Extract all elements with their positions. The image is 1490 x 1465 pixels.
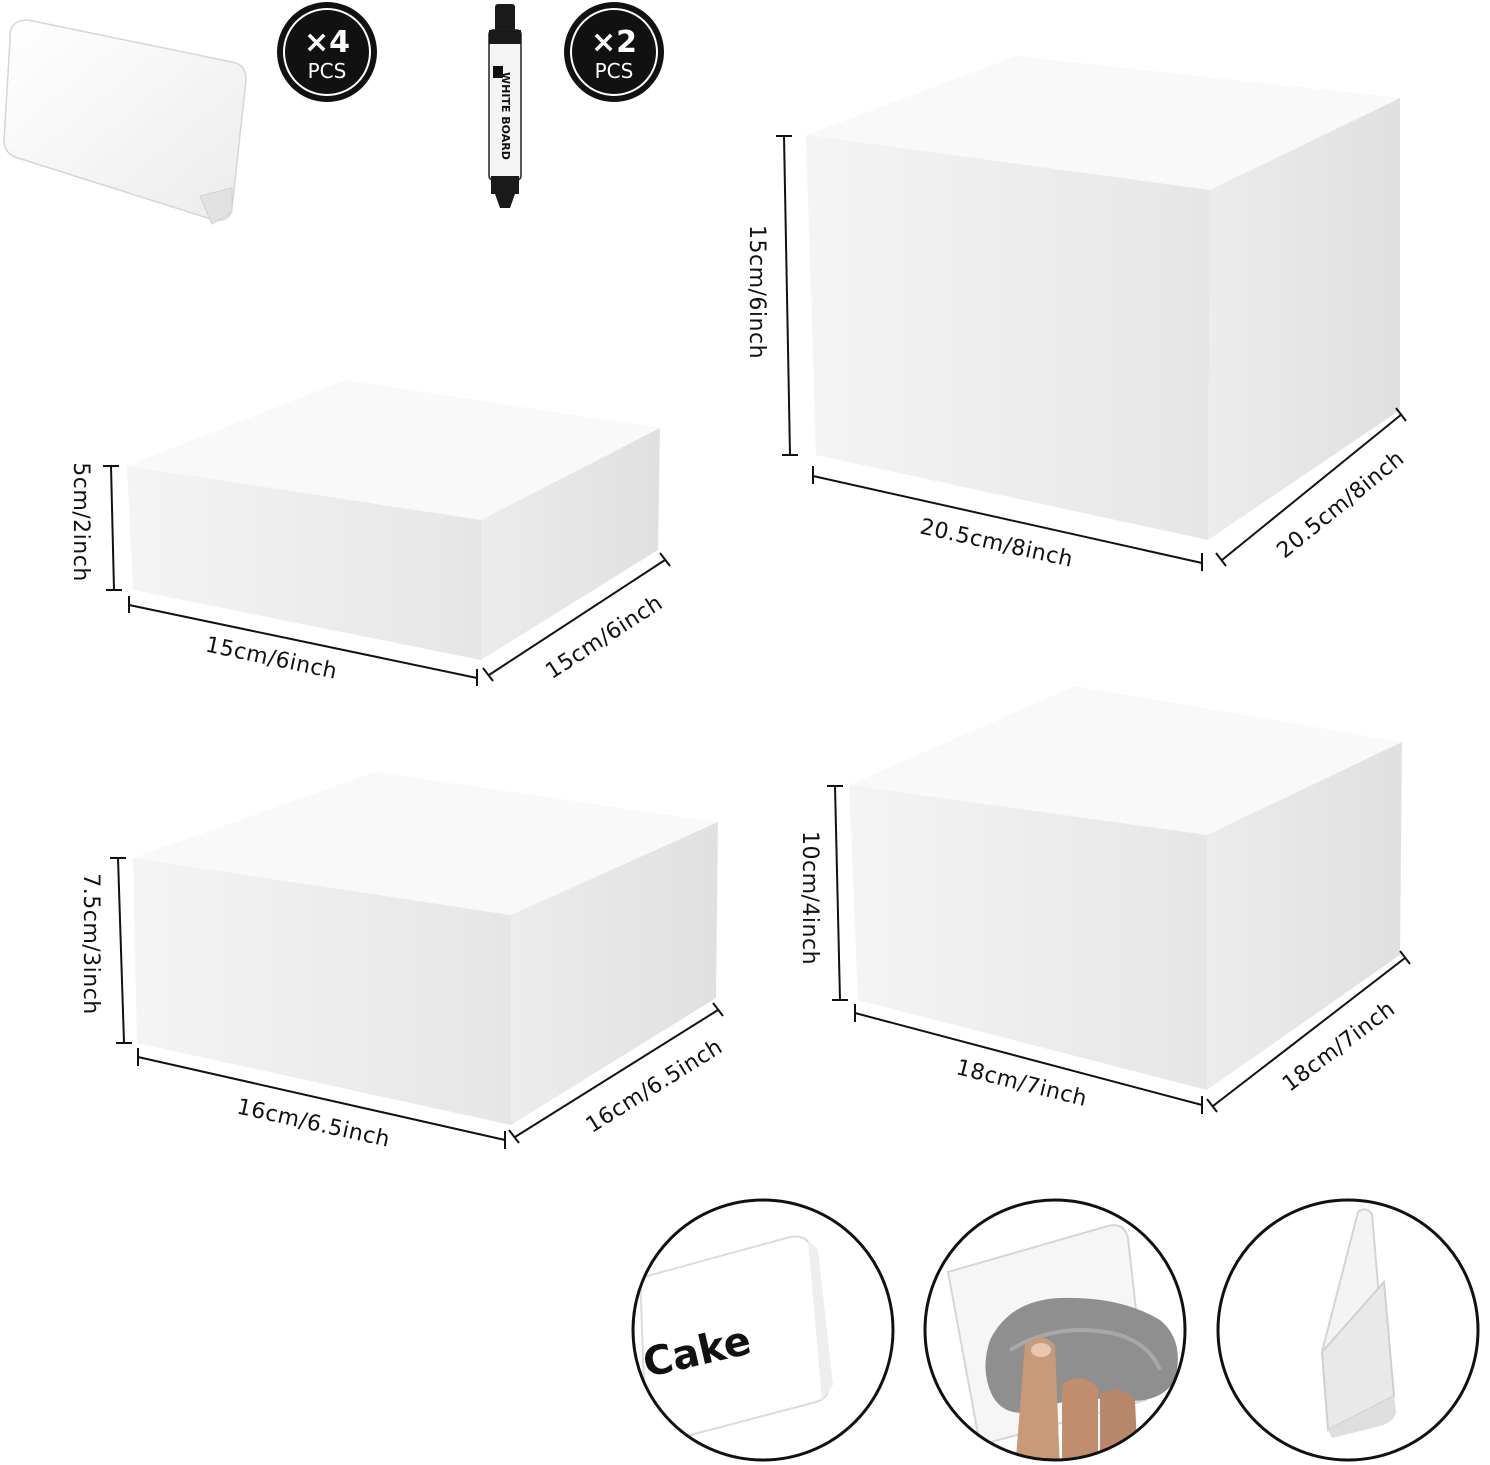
dim-medium-left-width: 16cm/6.5inch bbox=[235, 1095, 393, 1153]
quantity-badge-markers: ×2 PCS bbox=[564, 2, 664, 102]
whiteboard-marker: WHITE BOARD bbox=[488, 4, 522, 208]
detail-circle-stand-side bbox=[1216, 1198, 1480, 1462]
riser-large: 15cm/6inch 20.5cm/8inch 20.5cm/8inch bbox=[744, 56, 1409, 573]
dim-small-width: 15cm/6inch bbox=[203, 632, 339, 684]
riser-medium-left: 7.5cm/3inch 16cm/6.5inch 16cm/6.5inch bbox=[78, 772, 727, 1153]
badge-unit-signs: PCS bbox=[308, 59, 347, 83]
riser-small: 5cm/2inch 15cm/6inch 15cm/6inch bbox=[68, 380, 671, 686]
badge-count-markers: ×2 bbox=[591, 25, 637, 60]
dim-small-height: 5cm/2inch bbox=[68, 462, 93, 582]
dim-large-height: 15cm/6inch bbox=[744, 225, 769, 359]
detail-circle-written-sign: Cake bbox=[631, 1198, 895, 1462]
dim-large-width: 20.5cm/8inch bbox=[918, 515, 1076, 573]
dim-medium-left-height: 7.5cm/3inch bbox=[78, 873, 103, 1015]
badge-count-signs: ×4 bbox=[304, 25, 350, 60]
dim-medium-right-height: 10cm/4inch bbox=[797, 831, 822, 965]
label-sign-accessory bbox=[3, 19, 247, 225]
quantity-badge-signs: ×4 PCS bbox=[277, 2, 377, 102]
riser-medium-right: 10cm/4inch 18cm/7inch 18cm/7inch bbox=[797, 686, 1411, 1114]
dim-medium-right-width: 18cm/7inch bbox=[954, 1055, 1090, 1112]
detail-circle-wipe-clean bbox=[923, 1198, 1187, 1462]
badge-unit-markers: PCS bbox=[595, 59, 634, 83]
marker-label: WHITE BOARD bbox=[499, 72, 512, 160]
